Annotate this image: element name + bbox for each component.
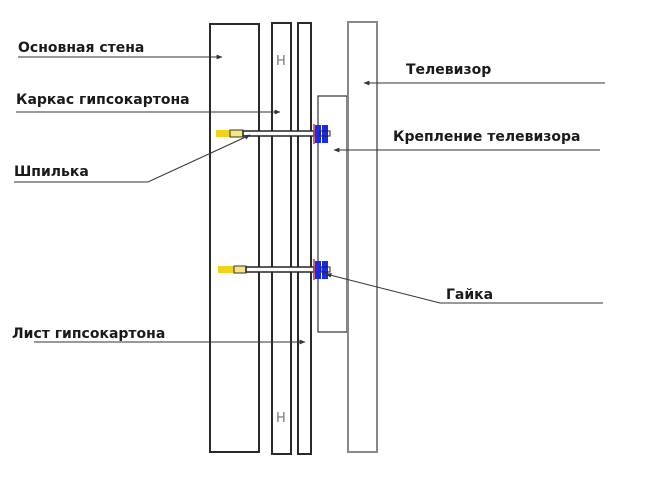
drywall-frame xyxy=(271,22,292,455)
profile-mark-bottom: H xyxy=(276,411,286,426)
label-tv: Телевизор xyxy=(406,62,491,78)
rod-end-upper xyxy=(319,130,331,137)
leader-nut xyxy=(325,273,603,304)
label-stud: Шпилька xyxy=(14,164,89,180)
profile-mark-top: H xyxy=(276,54,286,69)
anchor-upper-body xyxy=(229,129,244,138)
label-main-wall: Основная стена xyxy=(18,40,144,56)
nut-lower-b xyxy=(322,261,328,279)
label-tv-mount: Крепление телевизора xyxy=(393,129,580,145)
label-drywall-frame: Каркас гипсокартона xyxy=(16,92,190,108)
main-wall xyxy=(209,23,260,453)
anchor-lower-tip xyxy=(218,266,234,273)
stud-lower xyxy=(218,259,331,280)
anchor-lower-body xyxy=(233,265,247,274)
leader-stud xyxy=(14,134,251,183)
tv xyxy=(347,21,378,453)
anchor-upper-tip xyxy=(216,130,230,137)
nut-upper-a xyxy=(315,125,321,143)
threaded-rod-upper xyxy=(242,130,315,137)
drywall-sheet xyxy=(297,22,312,455)
nut-upper-b xyxy=(322,125,328,143)
rod-end-lower xyxy=(320,266,331,273)
label-nut: Гайка xyxy=(446,287,493,303)
label-drywall-sheet: Лист гипсокартона xyxy=(12,326,165,342)
stud-upper xyxy=(216,124,331,144)
nut-lower-a xyxy=(315,261,321,279)
threaded-rod-lower xyxy=(245,266,315,273)
